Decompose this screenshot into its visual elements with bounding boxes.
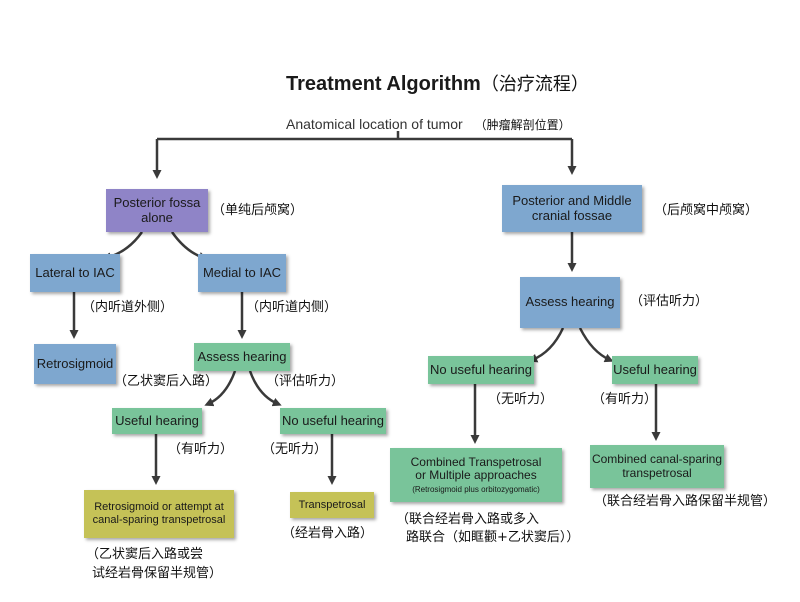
root-label-en: Anatomical location of tumor xyxy=(286,116,463,132)
root-label: Anatomical location of tumor （肿瘤解剖位置） xyxy=(286,114,571,133)
node-assess-hearing-left: Assess hearing xyxy=(194,343,290,371)
node-posterior-middle-line2: cranial fossae xyxy=(531,207,613,223)
node-posterior-middle-fossae: Posterior and Middle cranial fossae xyxy=(502,185,642,232)
node-canal-sparing-line2: transpetrosal xyxy=(622,465,692,480)
node-retrosigmoid-text: Retrosigmoid xyxy=(36,355,114,371)
label-posterior-middle-cn: （后颅窝中颅窝） xyxy=(654,203,759,218)
root-label-cn: （肿瘤解剖位置） xyxy=(474,118,571,132)
label-useful-left-cn: （有听力） xyxy=(168,442,234,457)
node-transpetrosal-text: Transpetrosal xyxy=(298,498,366,511)
node-combined-line1: Combined Transpetrosal xyxy=(410,454,542,469)
node-medial-to-iac: Medial to IAC xyxy=(198,254,286,292)
title-cn: （治疗流程） xyxy=(480,74,589,95)
arrow-to-no-useful-left xyxy=(248,370,282,407)
arrow-to-useful-right xyxy=(578,327,614,363)
node-no-useful-hearing-right-text: No useful hearing xyxy=(430,361,532,377)
label-assess-right-cn: （评估听力） xyxy=(630,294,709,309)
node-retro-attempt-line1: Retrosigmoid or attempt at xyxy=(94,501,224,514)
label-useful-right-cn: （有听力） xyxy=(592,392,658,407)
label-retro-attempt-cn1: （乙状窦后入路或尝 xyxy=(86,547,204,562)
node-useful-hearing-left-text: Useful hearing xyxy=(115,412,199,428)
node-lateral-to-iac-text: Lateral to IAC xyxy=(35,264,115,280)
node-canal-sparing-line1: Combined canal-sparing xyxy=(591,451,723,466)
node-no-useful-hearing-right: No useful hearing xyxy=(428,356,534,384)
page-title: Treatment Algorithm（治疗流程） xyxy=(286,72,589,96)
node-combined-line2: or Multiple approaches xyxy=(415,468,537,483)
node-posterior-fossa-alone-line2: alone xyxy=(141,209,173,225)
node-useful-hearing-left: Useful hearing xyxy=(112,408,202,434)
node-retrosigmoid: Retrosigmoid xyxy=(34,344,116,384)
node-combined-transpetrosal: Combined Transpetrosal or Multiple appro… xyxy=(390,448,562,502)
node-canal-sparing-transpetrosal: Combined canal-sparing transpetrosal xyxy=(590,445,724,488)
node-no-useful-hearing-left: No useful hearing xyxy=(280,408,386,434)
node-lateral-to-iac: Lateral to IAC xyxy=(30,254,120,292)
node-transpetrosal: Transpetrosal xyxy=(290,492,374,518)
label-no-useful-right-cn: （无听力） xyxy=(488,392,554,407)
node-assess-hearing-right-text: Assess hearing xyxy=(525,294,615,310)
node-assess-hearing-right: Assess hearing xyxy=(520,277,620,328)
node-no-useful-hearing-left-text: No useful hearing xyxy=(282,412,384,428)
node-posterior-middle-line1: Posterior and Middle xyxy=(512,192,632,208)
node-retro-attempt-line2: canal-sparing transpetrosal xyxy=(92,514,226,526)
node-posterior-fossa-alone: Posterior fossa alone xyxy=(106,189,208,232)
label-combined-cn2: 路联合（如眶颧+乙状窦后）） xyxy=(406,530,580,545)
label-transpetrosal-cn: （经岩骨入路） xyxy=(282,526,374,541)
label-no-useful-left-cn: （无听力） xyxy=(262,442,328,457)
node-useful-hearing-right: Useful hearing xyxy=(612,356,698,384)
label-lateral-cn: （内听道外侧） xyxy=(82,300,174,315)
label-posterior-fossa-alone-cn: （单纯后颅窝） xyxy=(212,203,304,218)
node-assess-hearing-left-text: Assess hearing xyxy=(197,348,287,364)
label-combined-cn1: （联合经岩骨入路或多入 xyxy=(396,512,540,527)
label-medial-cn: （内听道内侧） xyxy=(246,300,338,315)
node-combined-line3: (Retrosigmoid plus orbitozygomatic) xyxy=(412,485,540,495)
arrow-to-useful-left xyxy=(204,370,237,407)
node-posterior-fossa-alone-line1: Posterior fossa xyxy=(113,194,201,210)
label-retro-attempt-cn2: 试经岩骨保留半规管） xyxy=(92,566,223,581)
label-retrosigmoid-cn: （乙状窦后入路） xyxy=(114,374,219,389)
node-medial-to-iac-text: Medial to IAC xyxy=(202,264,282,280)
label-canal-sparing-cn: （联合经岩骨入路保留半规管） xyxy=(594,494,777,509)
node-retrosigmoid-or-attempt: Retrosigmoid or attempt at canal-sparing… xyxy=(84,490,234,538)
arrow-to-no-useful-right xyxy=(528,327,565,363)
label-assess-left-cn: （评估听力） xyxy=(266,374,345,389)
title-en: Treatment Algorithm xyxy=(286,73,481,95)
node-useful-hearing-right-text: Useful hearing xyxy=(613,361,697,377)
